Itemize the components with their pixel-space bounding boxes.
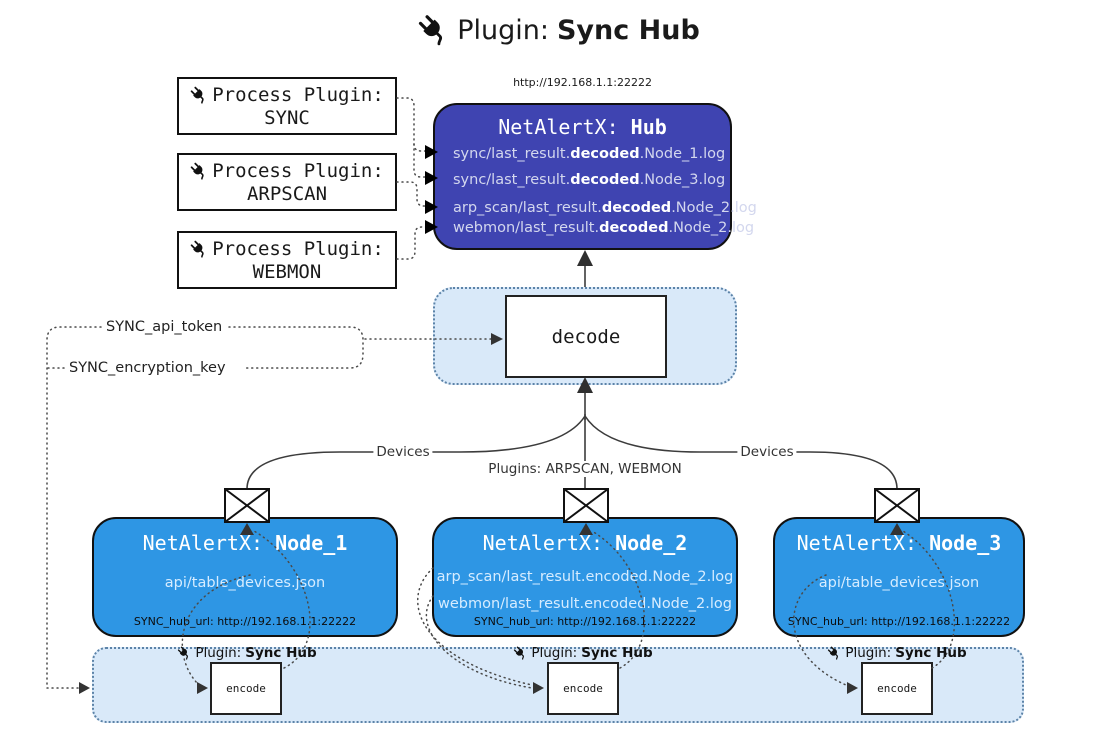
plug-icon bbox=[827, 646, 841, 660]
node-title: NetAlertX: Node_3 bbox=[775, 531, 1023, 555]
node-title-prefix: NetAlertX: bbox=[142, 531, 276, 555]
arrowhead-into-encode-strip bbox=[79, 682, 90, 694]
encoder-plugin-label: Plugin: Sync Hub bbox=[827, 645, 967, 661]
encryption-key-wire-down bbox=[46, 326, 102, 689]
process-plugin-box-arpscan: Process Plugin: ARPSCAN bbox=[177, 153, 397, 211]
webmon-to-hub-wire bbox=[396, 226, 428, 260]
hub-log-line: sync/last_result.decoded.Node_1.log bbox=[453, 146, 725, 162]
decode-box: decode bbox=[505, 295, 667, 378]
encoder-plugin-label: Plugin: Sync Hub bbox=[177, 645, 317, 661]
node3-box: NetAlertX: Node_3 api/table_devices.json… bbox=[773, 517, 1025, 637]
node-file-line: api/table_devices.json bbox=[164, 575, 326, 591]
node-title-prefix: NetAlertX: bbox=[796, 531, 930, 555]
sync-api-token-label: SYNC_api_token bbox=[103, 319, 226, 335]
node2-box: NetAlertX: Node_2 arp_scan/last_result.e… bbox=[432, 517, 738, 637]
token-wire-loop bbox=[228, 326, 364, 369]
plug-icon bbox=[190, 162, 208, 180]
process-plugin-name: WEBMON bbox=[252, 260, 322, 283]
log-bold: decoded bbox=[570, 146, 640, 162]
hub-title-bold: Hub bbox=[630, 115, 667, 139]
node-title-bold: Node_3 bbox=[929, 531, 1002, 555]
hub-title-prefix: NetAlertX: bbox=[498, 115, 631, 139]
node-hub-url: SYNC_hub_url: http://192.168.1.1:22222 bbox=[473, 615, 697, 628]
encoder-plugin-prefix: Plugin: bbox=[195, 645, 242, 661]
log-bold: decoded bbox=[599, 220, 669, 236]
page-title-prefix: Plugin: bbox=[457, 14, 549, 46]
encoder-plugin-bold: Sync Hub bbox=[895, 645, 967, 661]
node-file-line: api/table_devices.json bbox=[818, 575, 980, 591]
node-file-line: arp_scan/last_result.encoded.Node_2.log bbox=[436, 569, 734, 585]
encoder-plugin-prefix: Plugin: bbox=[845, 645, 892, 661]
encoder-plugin-prefix: Plugin: bbox=[531, 645, 578, 661]
plug-icon bbox=[417, 14, 449, 46]
process-plugin-name: SYNC bbox=[264, 106, 310, 129]
log-post: .Node_1.log bbox=[639, 146, 726, 162]
process-plugin-box-webmon: Process Plugin: WEBMON bbox=[177, 231, 397, 289]
devices-edge-label-left: Devices bbox=[373, 444, 433, 460]
hub-log-line: arp_scan/last_result.decoded.Node_2.log bbox=[453, 200, 757, 216]
hub-url: http://192.168.1.1:22222 bbox=[513, 76, 652, 89]
sync-to-hub-wire-1 bbox=[396, 97, 428, 152]
plug-icon bbox=[190, 86, 208, 104]
encode-box: encode bbox=[547, 662, 619, 715]
node-title-bold: Node_2 bbox=[615, 531, 688, 555]
hub-log-line: webmon/last_result.decoded.Node_2.log bbox=[453, 220, 754, 236]
arrowhead-into-hub bbox=[577, 250, 593, 266]
node-file-line: webmon/last_result.encoded.Node_2.log bbox=[437, 596, 732, 612]
encoder-plugin-bold: Sync Hub bbox=[581, 645, 653, 661]
hub-title: NetAlertX: Hub bbox=[435, 115, 730, 139]
log-post: .Node_3.log bbox=[639, 172, 726, 188]
log-post: .Node_2.log bbox=[671, 200, 757, 216]
process-plugin-box-sync: Process Plugin: SYNC bbox=[177, 77, 397, 135]
arpscan-to-hub-wire bbox=[396, 181, 428, 207]
node-title-bold: Node_1 bbox=[275, 531, 348, 555]
process-plugin-label: Process Plugin: bbox=[212, 83, 384, 106]
sync-to-hub-wire-2 bbox=[413, 143, 428, 178]
encode-box: encode bbox=[861, 662, 933, 715]
log-bold: decoded bbox=[570, 172, 640, 188]
process-plugin-label: Process Plugin: bbox=[212, 159, 384, 182]
encode-box: encode bbox=[210, 662, 282, 715]
log-pre: sync/last_result. bbox=[453, 146, 571, 162]
sync-encryption-key-label: SYNC_encryption_key bbox=[66, 360, 229, 376]
node-title-prefix: NetAlertX: bbox=[482, 531, 616, 555]
node-title: NetAlertX: Node_2 bbox=[434, 531, 736, 555]
page-title: Plugin: Sync Hub bbox=[417, 14, 700, 46]
devices-edge-label-right: Devices bbox=[737, 444, 797, 460]
page-title-bold: Sync Hub bbox=[556, 14, 700, 46]
plug-icon bbox=[513, 646, 527, 660]
dotted-arrowheads bbox=[79, 333, 904, 694]
plugins-edge-label: Plugins: ARPSCAN, WEBMON bbox=[485, 461, 685, 477]
log-post: .Node_2.log bbox=[668, 220, 755, 236]
node-hub-url: SYNC_hub_url: http://192.168.1.1:22222 bbox=[787, 615, 1011, 628]
node-hub-url: SYNC_hub_url: http://192.168.1.1:22222 bbox=[133, 615, 357, 628]
log-pre: webmon/last_result. bbox=[453, 220, 600, 236]
log-pre: arp_scan/last_result. bbox=[453, 200, 602, 216]
plug-icon bbox=[177, 646, 191, 660]
process-plugin-label: Process Plugin: bbox=[212, 237, 384, 260]
hub-log-line: sync/last_result.decoded.Node_3.log bbox=[453, 172, 725, 188]
node-title: NetAlertX: Node_1 bbox=[94, 531, 396, 555]
encoder-plugin-label: Plugin: Sync Hub bbox=[513, 645, 653, 661]
encoder-plugin-bold: Sync Hub bbox=[245, 645, 317, 661]
plug-icon bbox=[190, 240, 208, 258]
node1-box: NetAlertX: Node_1 api/table_devices.json… bbox=[92, 517, 398, 637]
log-pre: sync/last_result. bbox=[453, 172, 571, 188]
hub-box: NetAlertX: Hub sync/last_result.decoded.… bbox=[433, 103, 757, 250]
log-bold: decoded bbox=[601, 200, 672, 216]
process-plugin-name: ARPSCAN bbox=[246, 182, 328, 205]
